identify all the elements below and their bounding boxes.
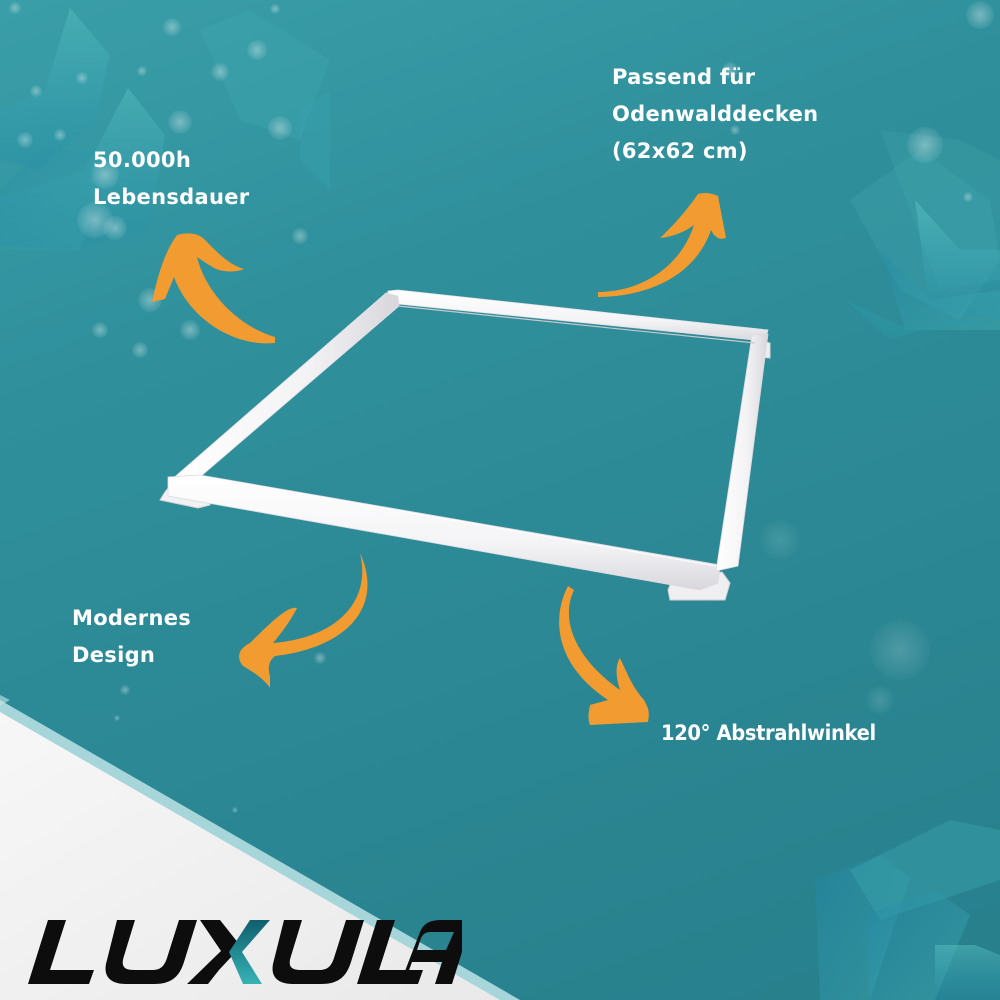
curved-arrow-up-right-icon (598, 192, 726, 297)
feature-design-label: Modernes Design (72, 600, 191, 674)
feature-lifetime-line1: 50.000h (93, 148, 192, 172)
feature-lifetime-line2: Lebensdauer (93, 185, 250, 209)
feature-fit-line3: (62x62 cm) (612, 139, 748, 163)
feature-angle-line1: 120° Abstrahlwinkel (661, 721, 876, 745)
feature-lifetime-label: 50.000h Lebensdauer (93, 142, 249, 216)
feature-angle-label: 120° Abstrahlwinkel (661, 715, 876, 752)
luxula-logo: LUXULA (28, 920, 462, 984)
feature-design-line2: Design (72, 643, 156, 667)
curved-arrow-down-left-icon (239, 553, 368, 688)
feature-design-line1: Modernes (72, 606, 192, 630)
curved-arrow-up-left-icon (152, 233, 275, 344)
feature-fit-line2: Odenwalddecken (612, 102, 819, 126)
feature-fit-line1: Passend für (612, 65, 756, 89)
feature-fit-label: Passend für Odenwalddecken (62x62 cm) (612, 59, 818, 170)
curved-arrow-down-right-icon (559, 586, 649, 725)
